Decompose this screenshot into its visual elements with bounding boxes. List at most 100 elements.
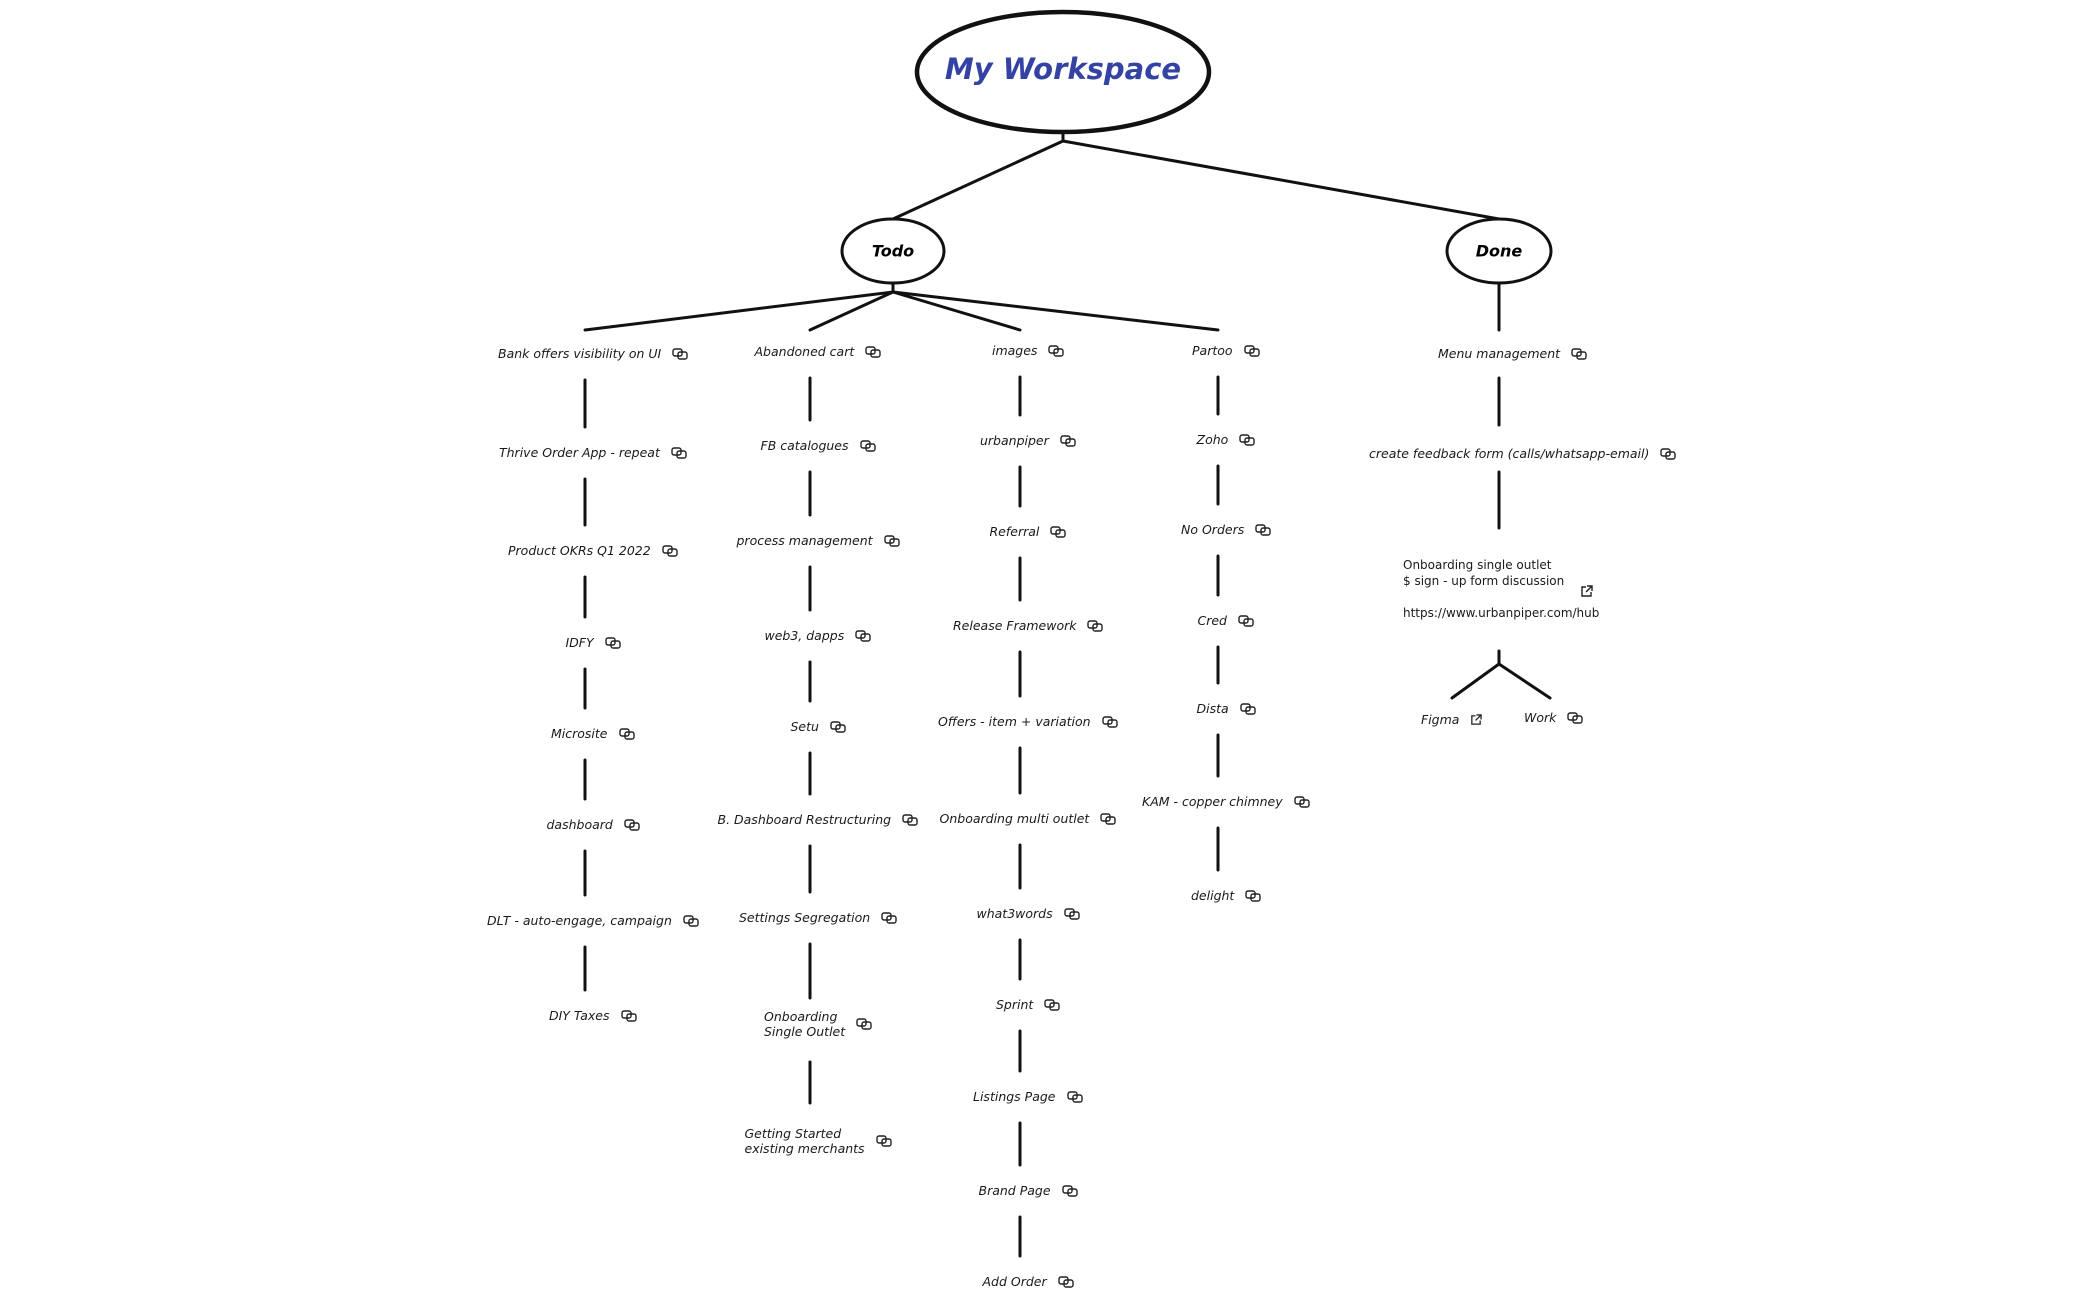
todo-node-thrive-order-app-repeat[interactable]: Thrive Order App - repeat — [499, 445, 687, 461]
todo-node-bank-offers-visibility-on-ui[interactable]: Bank offers visibility on UI — [498, 346, 688, 362]
node-label: Zoho — [1196, 432, 1229, 447]
todo-node-idfy[interactable]: IDFY — [566, 635, 621, 651]
todo-node-referral[interactable]: Referral — [990, 524, 1067, 540]
link-icon[interactable] — [883, 535, 900, 547]
done-branch-label[interactable]: Done — [1475, 241, 1523, 261]
todo-node-sprint[interactable]: Sprint — [996, 997, 1061, 1013]
todo-node-fb-catalogues[interactable]: FB catalogues — [761, 438, 876, 454]
todo-node-images[interactable]: images — [992, 343, 1065, 359]
todo-node-add-order[interactable]: Add Order — [983, 1274, 1074, 1290]
link-icon[interactable] — [1061, 1185, 1078, 1197]
todo-node-abandoned-cart[interactable]: Abandoned cart — [755, 344, 882, 360]
external-link-icon[interactable] — [1580, 583, 1593, 597]
link-icon[interactable] — [1238, 615, 1254, 627]
link-icon[interactable] — [624, 819, 640, 831]
link-icon[interactable] — [662, 545, 678, 557]
todo-node-dlt-auto-engage-campaign[interactable]: DLT - auto-engage, campaign — [487, 913, 699, 929]
link-icon[interactable] — [1567, 712, 1584, 724]
link-icon[interactable] — [671, 447, 687, 459]
todo-branch-label[interactable]: Todo — [871, 241, 915, 261]
link-icon[interactable] — [1048, 345, 1065, 357]
link-icon[interactable] — [620, 1010, 637, 1022]
todo-node-product-okrs-q1-2022[interactable]: Product OKRs Q1 2022 — [508, 543, 678, 559]
link-icon[interactable] — [859, 440, 876, 452]
link-icon[interactable] — [1050, 526, 1067, 538]
todo-node-settings-segregation[interactable]: Settings Segregation — [739, 910, 897, 926]
link-icon[interactable] — [1101, 716, 1118, 728]
todo-node-zoho[interactable]: Zoho — [1197, 432, 1256, 448]
link-icon[interactable] — [881, 912, 897, 924]
link-icon[interactable] — [1243, 345, 1260, 357]
link-icon[interactable] — [1100, 813, 1117, 825]
todo-node-b-dashboard-restructuring[interactable]: B. Dashboard Restructuring — [718, 812, 919, 828]
done-branch-ellipse[interactable] — [1445, 217, 1553, 285]
node-label: urbanpiper — [980, 433, 1049, 448]
todo-node-release-framework[interactable]: Release Framework — [953, 618, 1104, 634]
done-child-work[interactable]: Work — [1524, 710, 1584, 726]
todo-node-process-management[interactable]: process management — [737, 533, 900, 549]
link-icon[interactable] — [1293, 796, 1310, 808]
todo-node-cred[interactable]: Cred — [1198, 613, 1255, 629]
todo-node-getting-started-existing-merchants[interactable]: Getting Started existing merchants — [745, 1126, 892, 1157]
root-node-title[interactable]: My Workspace — [944, 52, 1182, 86]
todo-fan-line-4 — [891, 290, 1220, 332]
link-icon[interactable] — [1060, 435, 1076, 447]
done-node-menu-management[interactable]: Menu management — [1438, 346, 1587, 362]
onboarding-line-1: Onboarding single outlet — [1403, 558, 1552, 572]
link-icon[interactable] — [1239, 434, 1255, 446]
todo-branch-ellipse[interactable] — [840, 217, 946, 285]
todo-node-no-orders[interactable]: No Orders — [1181, 522, 1271, 538]
root-node-ellipse[interactable] — [914, 9, 1212, 135]
link-icon[interactable] — [1063, 908, 1080, 920]
link-icon[interactable] — [875, 1135, 892, 1147]
todo-node-onboarding-single-outlet[interactable]: Onboarding Single Outlet — [764, 1009, 872, 1040]
link-icon[interactable] — [618, 728, 635, 740]
link-icon[interactable] — [865, 346, 881, 358]
node-label: Figma — [1421, 712, 1460, 727]
node-label: what3words — [976, 906, 1053, 921]
todo-node-what3words[interactable]: what3words — [977, 906, 1080, 922]
todo-node-setu[interactable]: Setu — [791, 719, 846, 735]
todo-node-offers-item-variation[interactable]: Offers - item + variation — [938, 714, 1118, 730]
link-icon[interactable] — [1245, 890, 1262, 902]
link-icon[interactable] — [1255, 524, 1271, 536]
todo-node-kam-copper-chimney[interactable]: KAM - copper chimney — [1142, 794, 1310, 810]
node-label: Dista — [1196, 701, 1229, 716]
node-label: images — [992, 343, 1038, 358]
done-to-figma-line — [1450, 662, 1501, 700]
node-label: B. Dashboard Restructuring — [717, 812, 892, 827]
link-icon[interactable] — [830, 721, 846, 733]
done-node-feedback-form[interactable]: create feedback form (calls/whatsapp-ema… — [1369, 446, 1677, 462]
todo-node-urbanpiper[interactable]: urbanpiper — [980, 433, 1076, 449]
node-label: Thrive Order App - repeat — [499, 445, 660, 460]
external-link-icon[interactable] — [1470, 714, 1483, 726]
link-icon[interactable] — [672, 348, 688, 360]
done-child-figma[interactable]: Figma — [1421, 712, 1483, 728]
todo-fan-line-1 — [583, 290, 895, 332]
link-icon[interactable] — [683, 915, 699, 927]
link-icon[interactable] — [1087, 620, 1104, 632]
todo-node-brand-page[interactable]: Brand Page — [979, 1183, 1078, 1199]
onboarding-url[interactable]: https://www.urbanpiper.com/hub — [1403, 606, 1600, 620]
todo-node-dashboard[interactable]: dashboard — [547, 817, 640, 833]
link-icon[interactable] — [1239, 703, 1256, 715]
todo-node-delight[interactable]: delight — [1191, 888, 1262, 904]
link-icon[interactable] — [1660, 448, 1677, 460]
link-icon[interactable] — [902, 814, 918, 826]
link-icon[interactable] — [856, 1018, 872, 1030]
todo-node-dista[interactable]: Dista — [1197, 701, 1256, 717]
done-node-onboarding[interactable]: Onboarding single outlet $ sign - up for… — [1403, 557, 1599, 621]
todo-node-onboarding-multi-outlet[interactable]: Onboarding multi outlet — [940, 811, 1117, 827]
todo-node-web3-dapps[interactable]: web3, dapps — [765, 628, 872, 644]
link-icon[interactable] — [1044, 999, 1061, 1011]
link-icon[interactable] — [604, 637, 621, 649]
todo-node-partoo[interactable]: Partoo — [1192, 343, 1260, 359]
node-label: DLT - auto-engage, campaign — [487, 913, 672, 928]
link-icon[interactable] — [1571, 348, 1587, 360]
link-icon[interactable] — [1057, 1276, 1074, 1288]
link-icon[interactable] — [855, 630, 871, 642]
link-icon[interactable] — [1066, 1091, 1083, 1103]
todo-node-listings-page[interactable]: Listings Page — [973, 1089, 1083, 1105]
todo-node-diy-taxes[interactable]: DIY Taxes — [549, 1008, 637, 1024]
todo-node-microsite[interactable]: Microsite — [551, 726, 635, 742]
